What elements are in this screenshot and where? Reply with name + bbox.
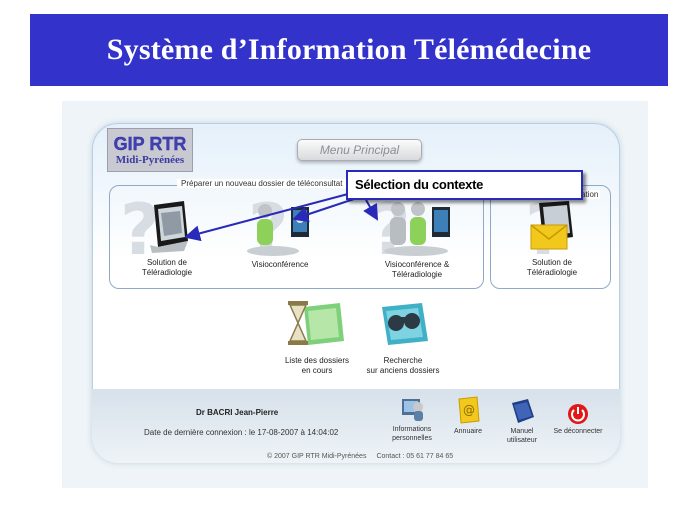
tile-label: Solution de Téléradiologie <box>142 258 192 278</box>
infos-personnelles-label: Informations personnelles <box>392 426 432 442</box>
hourglass-folder-icon <box>288 301 344 345</box>
slide-title-banner: Système d’Information Télémédecine <box>30 14 668 86</box>
copyright: © 2007 GIP RTR Midi-Pyrénées Contact : 05… <box>267 453 463 460</box>
user-computer-icon <box>402 399 423 421</box>
tile-messagerie-label: Solution de Téléradiologie <box>526 258 578 277</box>
tile-recherche[interactable]: Recherche sur anciens dossiers <box>358 299 448 376</box>
last-login: Date de dernière connexion : le 17-08-20… <box>144 428 339 437</box>
infos-personnelles-button[interactable]: Informations personnelles <box>382 393 442 443</box>
user-name: Dr BACRI Jean-Pierre <box>196 408 279 417</box>
logo: GIP RTR Midi-Pyrénées <box>107 128 193 172</box>
svg-text:@: @ <box>463 403 475 417</box>
tile-label: Solution de Téléradiologie <box>527 258 577 278</box>
messaging-group-label: ation <box>579 190 601 199</box>
app-screenshot: GIP RTR Midi-Pyrénées Menu Principal Pré… <box>62 101 648 488</box>
monitor-icon <box>150 201 188 253</box>
logo-sub-text: Midi-Pyrénées <box>115 153 185 166</box>
tile-label: Visioconférence <box>252 260 309 270</box>
menu-principal-button[interactable]: Menu Principal <box>297 139 422 161</box>
footer-band <box>92 389 620 463</box>
tile-visio-label: Visioconférence <box>251 260 309 269</box>
tile-liste-dossiers[interactable]: Liste des dossiers en cours <box>275 299 359 376</box>
address-book-icon: @ <box>458 396 480 424</box>
person-pair-icon <box>384 202 450 256</box>
se-deconnecter-button[interactable]: Se déconnecter <box>548 403 608 436</box>
callout-arrows <box>184 193 379 242</box>
new-case-group-label: Préparer un nouveau dossier de téléconsu… <box>177 179 347 188</box>
annuaire-label: Annuaire <box>453 428 483 435</box>
tile-teleradiologie[interactable]: Solution de Téléradiologie <box>128 199 206 278</box>
tile-label: Recherche sur anciens dossiers <box>367 356 440 376</box>
arrow-to-visio <box>292 198 355 223</box>
binoculars-folder-icon <box>382 303 428 345</box>
tile-teleradiologie-label: Solution de Téléradiologie <box>141 258 193 277</box>
callout-selection-contexte: Sélection du contexte <box>346 170 583 200</box>
slide-title: Système d’Information Télémédecine <box>106 33 592 66</box>
manual-icon <box>512 399 534 423</box>
contact-text: Contact : 05 61 77 84 65 <box>376 453 454 460</box>
arrow-to-teleradiologie <box>184 193 349 242</box>
arrow-to-visio-teleradio <box>363 199 379 221</box>
tile-label: Liste des dossiers en cours <box>285 356 349 376</box>
manuel-utilisateur-button[interactable]: Manuel utilisateur <box>500 397 544 445</box>
se-deconnecter-label: Se déconnecter <box>553 428 603 435</box>
tile-label: Visioconférence & Téléradiologie <box>385 260 449 280</box>
logo-main-text: GIP RTR <box>113 133 187 154</box>
tile-messagerie[interactable]: Solution de Téléradiologie <box>512 201 592 278</box>
tile-visio-teleradiologie[interactable]: Visioconférence & Téléradiologie <box>367 197 467 280</box>
annuaire-button[interactable]: @ Annuaire <box>448 395 488 436</box>
envelope-icon <box>530 201 573 250</box>
tile-visio-teleradio-label: Visioconférence & Téléradiologie <box>384 260 450 279</box>
copyright-text: © 2007 GIP RTR Midi-Pyrénées <box>267 453 367 460</box>
question-mark-icon: ? <box>120 189 161 271</box>
power-icon <box>568 404 588 424</box>
tile-recherche-label: Recherche sur anciens dossiers <box>366 356 440 375</box>
tile-liste-dossiers-label: Liste des dossiers en cours <box>284 356 350 375</box>
manuel-utilisateur-label: Manuel utilisateur <box>507 428 537 444</box>
